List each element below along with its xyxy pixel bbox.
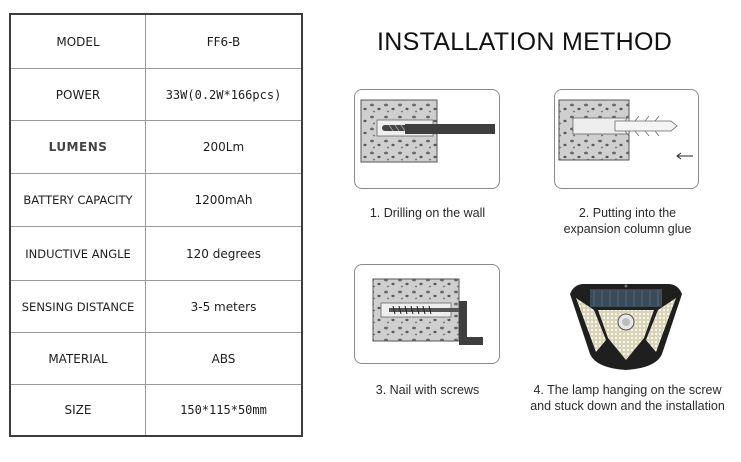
step-3-caption: 3. Nail with screws <box>340 382 515 398</box>
spec-value: ABS <box>211 351 236 366</box>
spec-label: BATTERY CAPACITY <box>11 174 146 226</box>
spec-label: POWER <box>11 69 146 120</box>
spec-row-material: MATERIAL ABS <box>11 333 301 385</box>
spec-row-size: SIZE 150*115*50mm <box>11 385 301 435</box>
step-1-illustration <box>354 89 500 189</box>
caption-line: 1. Drilling on the wall <box>369 206 486 220</box>
spec-value: 1200mAh <box>194 193 253 207</box>
caption-line: expansion column glue <box>563 222 692 236</box>
step-2-caption: 2. Putting into the expansion column glu… <box>540 205 715 237</box>
spec-value: 3-5 meters <box>190 299 257 314</box>
step-3-illustration <box>354 264 500 364</box>
spec-row-angle: INDUCTIVE ANGLE 120 degrees <box>11 227 301 281</box>
spec-label: INDUCTIVE ANGLE <box>11 227 146 280</box>
spec-row-lumens: LUMENS 200Lm <box>11 121 301 174</box>
installation-title: INSTALLATION METHOD <box>377 28 673 56</box>
caption-line: 3. Nail with screws <box>375 383 480 397</box>
spec-row-battery: BATTERY CAPACITY 1200mAh <box>11 174 301 227</box>
step-2-illustration <box>554 89 699 189</box>
spec-label: SENSING DISTANCE <box>11 281 146 332</box>
spec-label: MODEL <box>11 15 146 68</box>
spec-row-distance: SENSING DISTANCE 3-5 meters <box>11 281 301 333</box>
spec-value: 150*115*50mm <box>180 403 267 417</box>
spec-value: 120 degrees <box>185 246 262 261</box>
spec-value: 33W(0.2W*166pcs) <box>165 87 282 102</box>
spec-row-model: MODEL FF6-B <box>11 15 301 69</box>
spec-table: MODEL FF6-B POWER 33W(0.2W*166pcs) LUMEN… <box>9 13 303 437</box>
caption-line: and stuck down and the installation <box>530 399 725 413</box>
spec-label: LUMENS <box>11 121 146 173</box>
step-1-caption: 1. Drilling on the wall <box>340 205 515 221</box>
caption-line: 4. The lamp hanging on the screw <box>533 383 722 397</box>
step-4-caption: 4. The lamp hanging on the screw and stu… <box>520 382 735 414</box>
spec-row-power: POWER 33W(0.2W*166pcs) <box>11 69 301 121</box>
spec-value: FF6-B <box>206 34 241 49</box>
spec-label: SIZE <box>11 385 146 435</box>
spec-label: MATERIAL <box>11 333 146 384</box>
spec-value: 200Lm <box>202 140 245 154</box>
caption-line: 2. Putting into the <box>578 206 677 220</box>
solar-lamp-image <box>566 280 686 372</box>
